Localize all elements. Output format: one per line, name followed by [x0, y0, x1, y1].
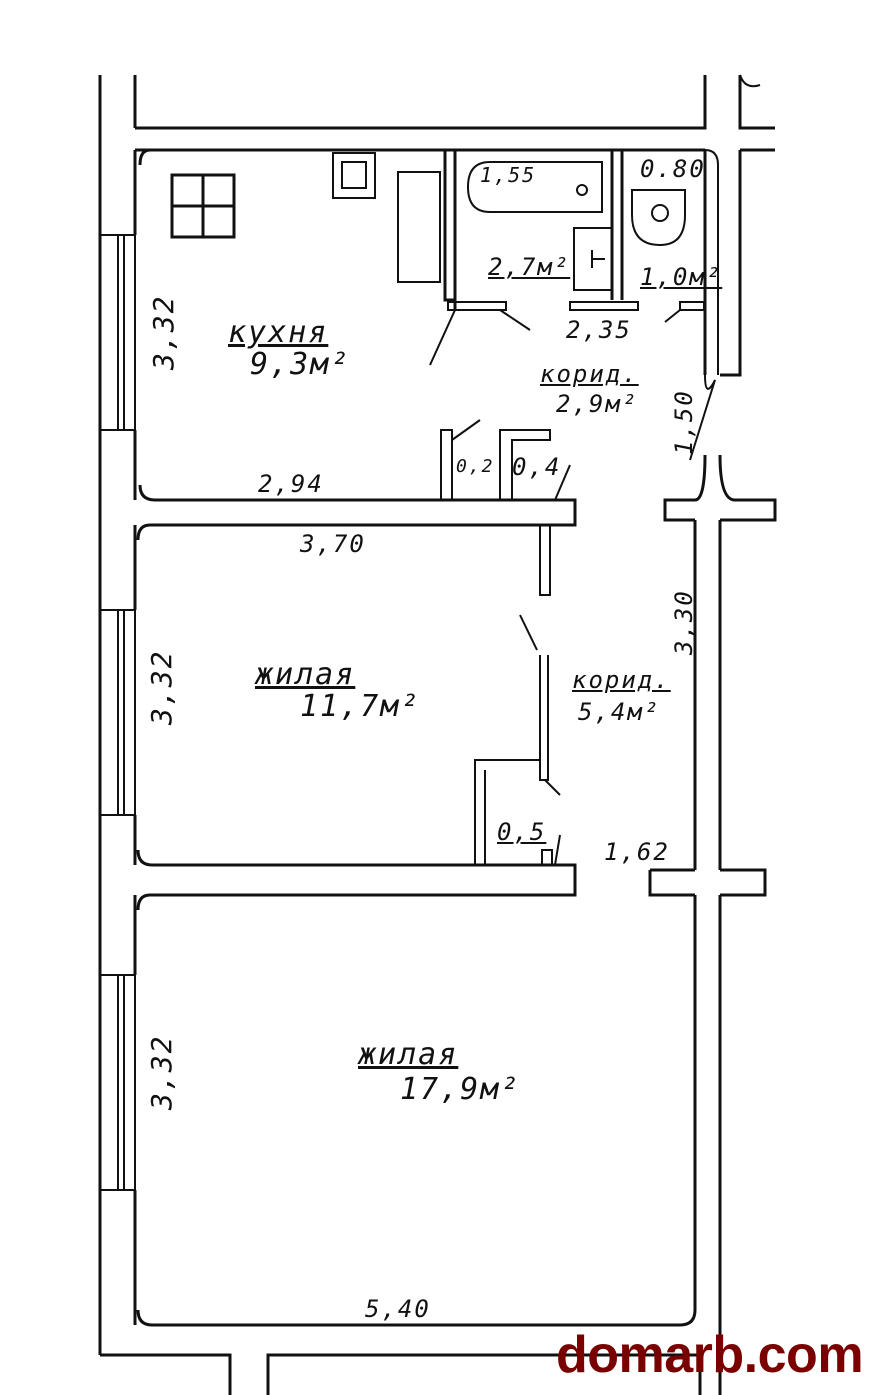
closet1-area: 0,2 — [456, 456, 495, 477]
corridor2-length-dim: 3,30 — [670, 589, 698, 655]
closet2-area: 0,4 — [512, 453, 562, 481]
window-living1 — [100, 609, 136, 816]
partition-2 — [136, 849, 577, 911]
toilet-width: 0.80 — [640, 155, 706, 183]
bath-door-frame — [447, 301, 507, 311]
sink — [573, 227, 613, 291]
toilet-area: 1,0м² — [640, 263, 723, 291]
bath-width-dim: 2,35 — [566, 316, 632, 344]
toilet-wall-frame — [569, 301, 639, 311]
window-living2 — [100, 974, 136, 1191]
corridor1-length-dim: 1,50 — [670, 389, 698, 455]
right-upper-wall — [703, 150, 742, 377]
corridor1-area: 2,9м² — [556, 390, 639, 418]
kitchen-area: 9,3м² — [250, 347, 351, 382]
bathtub — [466, 161, 603, 213]
vent-shaft — [332, 152, 376, 199]
watermark-logo: domarb.com — [556, 1326, 864, 1384]
bathroom-area: 2,7м² — [488, 253, 571, 281]
closet-walls-1 — [440, 419, 571, 501]
living2-area: 17,9м² — [400, 1072, 521, 1107]
kitchen-name: кухня — [228, 315, 329, 350]
living1-area: 11,7м² — [300, 689, 421, 724]
living2-depth-dim: 3,32 — [145, 1034, 178, 1110]
living1-door — [474, 525, 561, 865]
partition-1 — [136, 498, 577, 541]
window-kitchen — [100, 234, 136, 431]
bottom-wall — [100, 1309, 722, 1395]
left-outer-wall — [98, 75, 137, 1355]
corridor2-area: 5,4м² — [578, 698, 661, 726]
corridor2-name: корид. — [572, 666, 671, 694]
corridor-right-wall — [648, 454, 777, 1330]
living1-width-dim: 3,70 — [300, 530, 366, 558]
living1-name: жилая — [255, 657, 356, 692]
bathtub-length: 1,55 — [480, 163, 537, 187]
corridor1-name: корид. — [540, 360, 639, 388]
counter — [397, 171, 441, 283]
toilet — [631, 189, 686, 247]
living1-depth-dim: 3,32 — [145, 649, 178, 725]
living2-width-dim: 5,40 — [365, 1295, 431, 1323]
closet3-area: 0,5 — [497, 818, 547, 846]
top-wall — [135, 75, 775, 152]
kitchen-width-dim: 2,94 — [258, 470, 324, 498]
bathroom-walls — [443, 150, 624, 310]
living2-name: жилая — [358, 1037, 459, 1072]
kitchen-depth-dim: 3,32 — [147, 294, 180, 370]
corridor2-width-dim: 1,62 — [604, 838, 670, 866]
